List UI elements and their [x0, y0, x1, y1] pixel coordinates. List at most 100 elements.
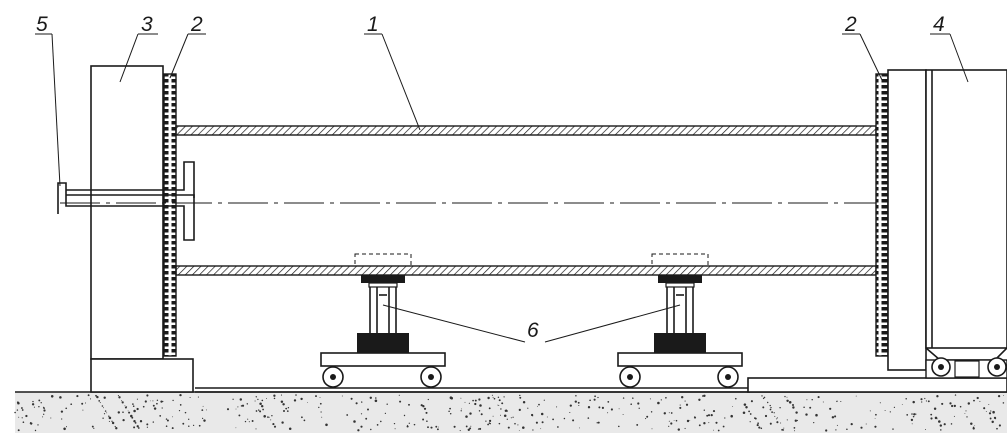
- ground-speckle: [786, 396, 788, 398]
- ground-speckle: [803, 406, 805, 409]
- ground-speckle: [921, 401, 923, 403]
- ground-speckle: [32, 400, 34, 403]
- ground-speckle: [492, 415, 494, 417]
- ground-speckle: [762, 397, 765, 400]
- ground-speckle: [255, 396, 258, 398]
- ground-speckle: [535, 421, 538, 424]
- ground-speckle: [93, 427, 95, 429]
- ground-speckle: [122, 418, 125, 422]
- ground-speckle: [557, 426, 559, 428]
- ground-speckle: [536, 405, 538, 407]
- ground-speckle: [386, 403, 388, 405]
- ground-speckle: [91, 425, 94, 428]
- ground-speckle: [597, 421, 600, 424]
- ground-speckle: [622, 414, 624, 415]
- ground-speckle: [273, 394, 276, 397]
- ground-speckle: [601, 406, 604, 409]
- right-flange: [875, 73, 889, 357]
- ground-speckle: [350, 397, 353, 400]
- ground-speckle: [809, 406, 812, 409]
- ground-speckle: [30, 422, 33, 425]
- label-supports: 6: [527, 319, 539, 342]
- ground-speckle: [793, 427, 796, 429]
- ground-speckle: [836, 400, 838, 403]
- ground-speckle: [288, 427, 292, 430]
- ground-speckle: [472, 399, 474, 402]
- ground-speckle: [118, 396, 121, 399]
- ground-speckle: [679, 404, 681, 406]
- ground-speckle: [512, 416, 514, 418]
- ground-speckle: [370, 428, 372, 431]
- ground-speckle: [607, 401, 610, 403]
- ground-speckle: [905, 398, 907, 400]
- ground-speckle: [769, 408, 772, 411]
- ground-speckle: [911, 413, 913, 415]
- ground-speckles: [14, 393, 1005, 432]
- ground-speckle: [506, 418, 508, 420]
- ground-speckle: [43, 413, 45, 415]
- ground-speckle: [569, 404, 572, 407]
- ground-speckle: [248, 421, 250, 423]
- ground-speckle: [693, 416, 697, 419]
- ground: [14, 391, 1007, 433]
- ground-speckle: [764, 414, 768, 418]
- ground-speckle: [360, 413, 363, 415]
- ground-speckle: [920, 398, 923, 401]
- ground-speckle: [427, 398, 429, 401]
- ground-speckle: [201, 409, 204, 411]
- ground-speckle: [589, 399, 591, 402]
- ground-speckle: [369, 396, 372, 399]
- ground-speckle: [198, 424, 201, 427]
- ground-speckle: [449, 396, 453, 399]
- ground-speckle: [133, 419, 136, 423]
- ground-speckle: [951, 404, 954, 408]
- ground-speckle: [87, 394, 90, 397]
- ground-speckle: [491, 394, 493, 396]
- ground-speckle: [303, 419, 306, 422]
- ground-speckle: [474, 402, 477, 406]
- ground-speckle: [518, 430, 520, 432]
- ground-speckle: [522, 426, 525, 429]
- ground-speckle: [930, 417, 933, 420]
- ground-speckle: [972, 427, 975, 430]
- ground-speckle: [355, 402, 358, 405]
- ground-speckle: [792, 404, 794, 406]
- ground-speckle: [607, 412, 609, 414]
- ground-speckle: [139, 420, 143, 423]
- ground-speckle: [650, 411, 653, 413]
- ground-speckle: [465, 415, 468, 418]
- ground-speckle: [182, 422, 185, 425]
- ground-speckle: [172, 399, 174, 402]
- ground-speckle: [649, 398, 651, 400]
- ground-speckle: [959, 405, 962, 408]
- ground-speckle: [689, 420, 691, 421]
- ground-speckle: [874, 418, 876, 420]
- ground-speckle: [703, 394, 706, 397]
- ground-speckle: [136, 398, 138, 400]
- ground-speckle: [255, 428, 257, 430]
- ground-speckle: [480, 413, 483, 416]
- ground-speckle: [769, 422, 772, 425]
- ground-speckle: [954, 394, 957, 396]
- ground-speckle: [477, 428, 480, 430]
- ground-speckle: [815, 413, 818, 417]
- ground-speckle: [426, 420, 428, 422]
- ground-speckle: [510, 417, 512, 419]
- ground-speckle: [779, 406, 781, 409]
- ground-speckle: [754, 417, 757, 420]
- ground-speckle: [98, 400, 101, 402]
- ground-speckle: [991, 420, 994, 424]
- ground-speckle: [240, 405, 243, 407]
- ground-speckle: [43, 409, 46, 412]
- ground-speckle: [760, 427, 763, 430]
- ground-speckle: [781, 428, 784, 431]
- ground-speckle: [967, 402, 971, 405]
- ground-speckle: [422, 418, 425, 421]
- ground-speckle: [825, 429, 828, 432]
- ground-speckle: [341, 395, 343, 397]
- ground-speckle: [61, 418, 63, 420]
- ground-speckle: [124, 405, 126, 407]
- ground-speckle: [136, 425, 139, 428]
- ground-speckle: [179, 393, 182, 397]
- ground-speckle: [132, 405, 135, 407]
